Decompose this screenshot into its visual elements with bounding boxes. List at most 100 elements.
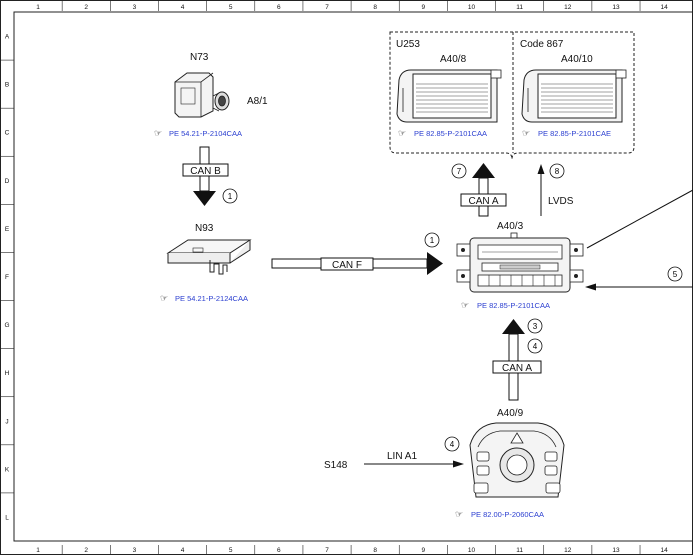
grid-column-label: 13: [612, 4, 620, 11]
a40-3-reference-link[interactable]: PE 82.85-P-2101CAA: [477, 301, 550, 310]
grid-row-labels: A B C D E F G H J K L: [0, 34, 14, 521]
can-f-label: CAN F: [332, 260, 362, 271]
grid-row-label: H: [5, 370, 10, 377]
grid-column-label: 12: [564, 4, 572, 11]
external-connection-line: [586, 189, 693, 249]
grid-column-label: 7: [325, 547, 329, 554]
marker-4a-text: 4: [533, 342, 538, 351]
lin-a1-label: LIN A1: [387, 451, 417, 462]
grid-column-label: 14: [660, 547, 668, 554]
grid-column-label: 4: [181, 4, 185, 11]
optional-displays-group: [389, 31, 635, 160]
grid-column-label: 6: [277, 547, 281, 554]
n73-label: N73: [190, 52, 209, 63]
document-reference-icon: ☞: [522, 128, 530, 138]
can-a-top-arrow: [472, 163, 495, 217]
grid-row-label: D: [5, 178, 10, 185]
grid-row-label: C: [5, 130, 10, 137]
a40-8-reference-link[interactable]: PE 82.85-P-2101CAA: [414, 129, 487, 138]
lin-arrow: [364, 460, 464, 468]
grid-column-label: 2: [84, 4, 88, 11]
grid-column-label: 3: [133, 4, 137, 11]
grid-row-label: J: [5, 418, 8, 425]
can-b-label-box: [182, 163, 229, 177]
s148-label: S148: [324, 460, 348, 471]
grid-column-label: 11: [516, 547, 523, 554]
lvds-arrow: [537, 164, 545, 216]
grid-column-label: 14: [660, 4, 668, 11]
n93-module-icon[interactable]: [166, 239, 252, 275]
can-b-label: CAN B: [190, 166, 221, 177]
code-867-label: Code 867: [520, 39, 564, 50]
a40-10-label: A40/10: [561, 54, 593, 65]
grid-row-label: A: [5, 34, 10, 41]
marker-3-text: 3: [533, 322, 538, 331]
grid-column-label: 7: [325, 4, 329, 11]
grid-column-label: 8: [373, 4, 377, 11]
document-reference-icon: ☞: [398, 128, 406, 138]
marker-4b: [444, 436, 460, 452]
grid-column-label: 10: [468, 547, 476, 554]
grid-row-label: E: [5, 226, 10, 233]
n93-reference-link[interactable]: PE 54.21-P-2124CAA: [175, 294, 248, 303]
a40-8-display-icon[interactable]: [396, 69, 502, 123]
grid-column-label: 8: [373, 547, 377, 554]
grid-row-label: L: [5, 514, 9, 521]
marker-5-text: 5: [673, 270, 678, 279]
incoming-connection-arrow: [585, 283, 693, 291]
u253-label: U253: [396, 39, 420, 50]
a40-9-control-panel-icon[interactable]: [469, 422, 565, 498]
grid-row-label: F: [5, 274, 9, 281]
marker-7: [451, 163, 467, 179]
marker-8-text: 8: [555, 167, 560, 176]
can-a-bottom-label: CAN A: [502, 363, 532, 374]
document-reference-icon: ☞: [160, 293, 168, 303]
marker-1b-text: 1: [430, 236, 435, 245]
n73-reference-link[interactable]: PE 54.21-P-2104CAA: [169, 129, 242, 138]
marker-1a-text: 1: [228, 192, 233, 201]
marker-1b: [424, 232, 440, 248]
grid-column-label: 1: [36, 547, 40, 554]
grid-column-label: 5: [229, 4, 233, 11]
a40-3-label: A40/3: [497, 221, 524, 232]
marker-7-text: 7: [457, 167, 462, 176]
grid-row-label: K: [5, 466, 10, 473]
can-f-label-box: [320, 257, 374, 271]
a40-8-label: A40/8: [440, 54, 467, 65]
grid-column-label: 9: [422, 4, 426, 11]
marker-8: [549, 163, 565, 179]
grid-column-label: 2: [84, 547, 88, 554]
grid-column-label: 10: [468, 4, 476, 11]
a40-9-reference-link[interactable]: PE 82.00-P-2060CAA: [471, 510, 544, 519]
document-reference-icon: ☞: [455, 509, 463, 519]
a40-10-display-icon[interactable]: [521, 69, 627, 123]
grid-column-label: 13: [612, 547, 620, 554]
a8-1-label: A8/1: [247, 96, 268, 107]
marker-4a: [527, 338, 543, 354]
n93-label: N93: [195, 223, 214, 234]
grid-column-label: 4: [181, 547, 185, 554]
can-a-top-label: CAN A: [468, 196, 498, 207]
a40-3-head-unit-icon[interactable]: [456, 232, 584, 293]
can-a-bottom-label-box: [492, 360, 542, 374]
grid-column-label: 3: [133, 547, 137, 554]
a40-10-reference-link[interactable]: PE 82.85-P-2101CAE: [538, 129, 611, 138]
grid-row-label: B: [5, 82, 9, 89]
a40-9-label: A40/9: [497, 408, 524, 419]
lvds-label: LVDS: [548, 196, 574, 207]
n73-ignition-switch-icon[interactable]: [174, 72, 230, 118]
can-a-top-label-box: [460, 193, 507, 207]
document-reference-icon: ☞: [461, 300, 469, 310]
marker-3: [527, 318, 543, 334]
grid-column-label: 1: [36, 4, 40, 11]
marker-4b-text: 4: [450, 440, 455, 449]
inner-frame: [13, 11, 693, 542]
document-reference-icon: ☞: [154, 128, 162, 138]
can-a-bottom-arrow: [502, 319, 525, 401]
grid-row-label: G: [4, 322, 9, 329]
grid-column-label: 12: [564, 547, 572, 554]
grid-column-label: 11: [516, 4, 523, 11]
